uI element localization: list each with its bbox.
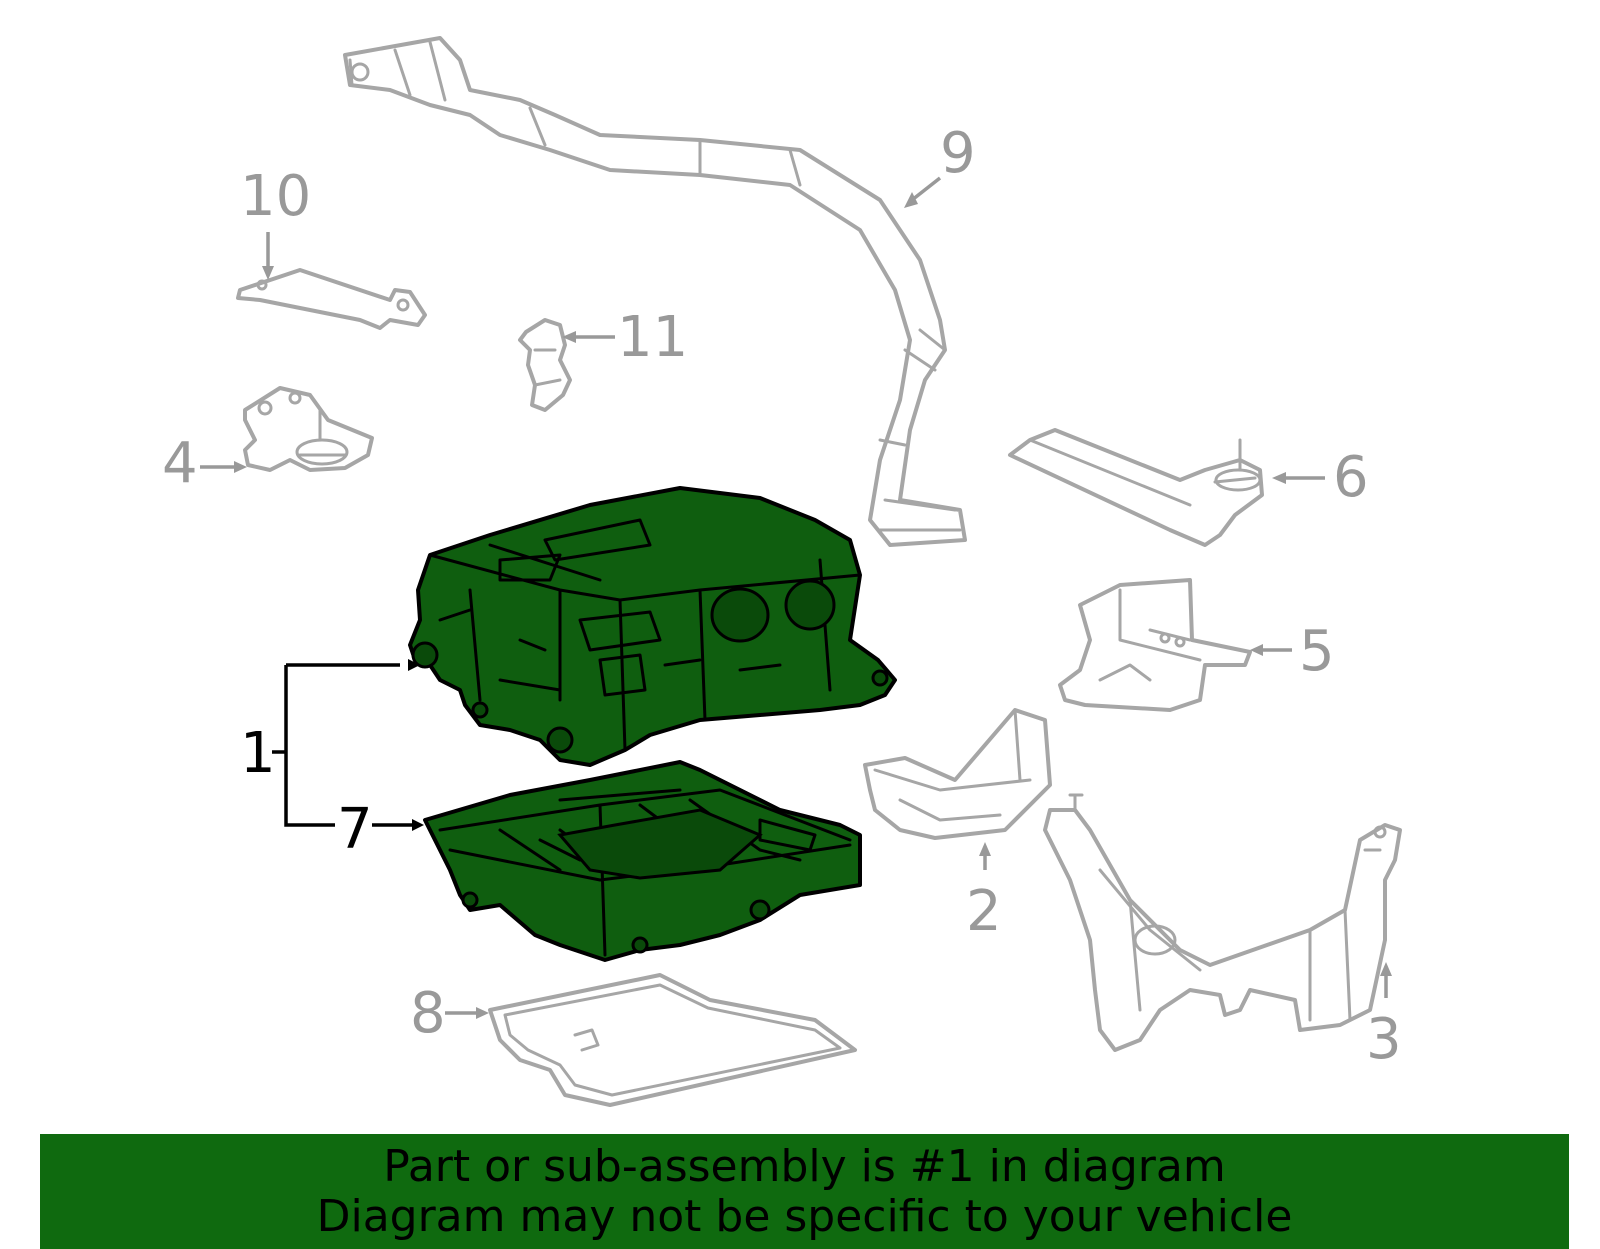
callout-7: 7 (337, 797, 373, 862)
part-8-gasket (488, 973, 857, 1107)
part-2-bracket (863, 708, 1052, 840)
part-1-inverter-top (408, 486, 897, 767)
part-10-bracket (236, 268, 427, 330)
callout-8: 8 (410, 981, 446, 1046)
banner-line-1: Part or sub-assembly is #1 in diagram (383, 1141, 1226, 1192)
callout-1: 1 (240, 721, 276, 786)
callout-5: 5 (1299, 619, 1335, 684)
callout-3: 3 (1366, 1007, 1402, 1072)
callout-2: 2 (966, 879, 1002, 944)
leader-lines (200, 176, 1392, 1019)
part-11-clip (518, 318, 572, 412)
callout-11: 11 (617, 305, 688, 370)
part-6-mount-bracket (1008, 428, 1264, 547)
part-7-inverter-base (423, 760, 862, 962)
callout-9: 9 (940, 121, 976, 186)
info-banner: Part or sub-assembly is #1 in diagram Di… (40, 1134, 1569, 1249)
part-3-frame (1043, 793, 1402, 1052)
part-9-cable (343, 36, 967, 547)
callout-10: 10 (240, 164, 311, 229)
callout-4: 4 (162, 431, 198, 496)
callout-6: 6 (1333, 445, 1369, 510)
part-5-bracket (1058, 578, 1252, 712)
banner-line-2: Diagram may not be specific to your vehi… (316, 1191, 1293, 1242)
callouts: 1 2 3 4 5 6 7 8 9 10 11 (162, 121, 1402, 1072)
part-4-mount (243, 386, 374, 472)
